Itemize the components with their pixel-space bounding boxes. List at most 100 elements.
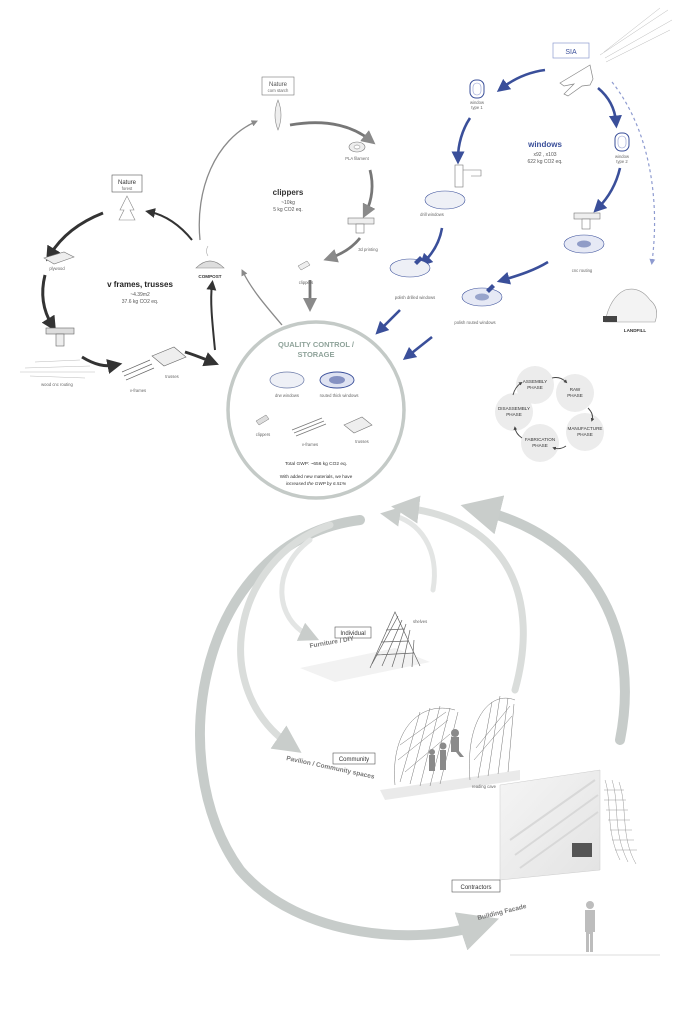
compost-label: COMPOST <box>198 274 221 279</box>
vframe-nature: Nature forest <box>111 174 143 221</box>
individual-loop-arrow <box>279 537 320 641</box>
storage-title-1: QUALITY CONTROL / <box>278 340 355 349</box>
clippers-loop <box>198 120 376 326</box>
individual-scene: shelves Individual Furniture / DIY <box>300 611 430 682</box>
community-scene: Community Pavilion / Community spaces re… <box>286 695 520 800</box>
community-label: Community <box>339 757 369 763</box>
furniture-label: Furniture / DIY <box>309 635 355 650</box>
storage-note-1: With added new materials, we have <box>280 474 353 479</box>
facade-panels <box>604 779 637 865</box>
vframe-stat-1: ~4.39m2 <box>130 292 150 298</box>
people-silhouettes <box>429 729 464 771</box>
storage-item-drw: drw windows <box>275 393 299 398</box>
storage-circle: QUALITY CONTROL / STORAGE drw windows ro… <box>226 320 406 500</box>
pla-label: PLA filament <box>345 156 369 161</box>
plywood-item: plywood <box>43 251 75 271</box>
light-rays <box>509 779 599 869</box>
pavilion-structure <box>394 695 516 787</box>
reuse-loops <box>195 495 630 951</box>
vframe-nature-sub: forest <box>122 186 133 191</box>
airplane-icon <box>559 64 594 97</box>
landfill: LANDFILL <box>603 288 657 333</box>
storage-item-clippers: clippers <box>256 432 270 437</box>
facade-window <box>572 843 592 857</box>
shelves-structure <box>369 611 421 669</box>
window-type-1-line1: window <box>470 100 485 105</box>
vframes-icon <box>291 417 327 437</box>
contractor-loop-arrow <box>195 515 499 951</box>
clippers-nature-title: Nature <box>269 82 288 88</box>
compost-pile: COMPOST <box>195 245 225 279</box>
sia-source: SIA <box>552 7 673 97</box>
clippers-nature: Nature corn starch <box>261 76 295 131</box>
polish-drilled-station: polish drilled windows <box>389 256 436 300</box>
phase-disassembly-1: DISASSEMBLY <box>498 406 530 411</box>
storage-total: Total GWP: ~656 kg CO2 eq. <box>285 461 347 467</box>
individual-label: Individual <box>340 631 365 637</box>
cnc-routing-label: cnc routing <box>572 268 593 273</box>
storage-item-vframes: v-frames <box>302 442 318 447</box>
clippers-stat-2: 5 kg CO2 eq. <box>273 207 302 213</box>
window-type-2-line1: window <box>615 154 630 159</box>
phase-manufacture-2: PHASE <box>577 432 593 437</box>
trusses-icon <box>343 416 373 434</box>
phase-fabrication-1: FABRICATION <box>525 437 555 442</box>
drill-label: drill windows <box>420 212 444 217</box>
storage-title-2: STORAGE <box>298 350 335 359</box>
vframe-stat-2: 37.6 kg CO2 eq. <box>122 299 158 305</box>
contractor-return-arrow <box>460 495 630 745</box>
windows-stat-2: 622 kg CO2 eq. <box>527 159 562 165</box>
window-type-2-line2: type 2 <box>616 159 628 164</box>
cnc-routing-station: cnc routing <box>563 212 605 273</box>
window-type-2: window type 2 <box>614 132 630 164</box>
facade-label: Building Facade <box>477 903 528 922</box>
phase-fabrication-2: PHASE <box>532 443 548 448</box>
polish-routed-label: polish routed windows <box>454 320 495 325</box>
individual-return-arrow <box>380 506 437 593</box>
community-loop-arrow <box>237 521 334 753</box>
vframe-title: v frames, trusses <box>107 280 173 289</box>
wood-cnc-machine: wood cnc routing <box>20 327 95 387</box>
polish-routed-station: polish routed windows <box>454 284 503 325</box>
shelves-label: shelves <box>413 619 427 624</box>
phase-manufacture-1: MANUFACTURE <box>568 426 603 431</box>
vframes-label: v-frames <box>130 388 146 393</box>
phase-raw-1: RAW <box>570 387 581 392</box>
contractors-label: Contractors <box>460 885 491 891</box>
vframe-loop <box>41 208 219 374</box>
drw-window-image <box>269 371 305 389</box>
reading-cave-label: reading cave <box>472 784 497 789</box>
community-return-arrow <box>391 495 527 694</box>
clippers-item-label: clippers <box>299 280 313 285</box>
printing-label: 3d printing <box>358 247 378 252</box>
clippers-nature-sub: corn starch <box>268 88 289 93</box>
phase-assembly-1: ASSEMBLY <box>523 379 547 384</box>
landfill-label: LANDFILL <box>624 328 647 333</box>
phase-disassembly-2: PHASE <box>506 412 522 417</box>
storage-item-routed: routed thick windows <box>320 393 359 398</box>
windows-stat-1: x92 , x103 <box>533 152 556 158</box>
clippers-icon <box>255 414 270 426</box>
clippers-title: clippers <box>273 188 304 197</box>
trusses-product: trusses <box>151 346 187 379</box>
vframe-nature-title: Nature <box>118 180 137 186</box>
clippers-item: clippers <box>297 260 313 285</box>
plywood-label: plywood <box>49 266 65 271</box>
phase-raw-2: PHASE <box>567 393 583 398</box>
phase-cycle: ASSEMBLY PHASE RAW PHASE MANUFACTURE PHA… <box>495 366 604 462</box>
polish-drilled-label: polish drilled windows <box>395 295 436 300</box>
person-silhouette <box>585 901 595 952</box>
storage-inflow-arrows <box>375 309 433 361</box>
window-type-1-line2: type 1 <box>471 105 483 110</box>
wood-cnc-label: wood cnc routing <box>41 382 73 387</box>
phase-assembly-2: PHASE <box>527 385 543 390</box>
trusses-label: trusses <box>165 374 179 379</box>
pla-filament: PLA filament <box>345 141 370 161</box>
clippers-stat-1: ~10kg <box>281 200 295 206</box>
storage-item-trusses: trusses <box>355 439 369 444</box>
sia-label: SIA <box>565 49 577 56</box>
tree-icon <box>118 195 136 221</box>
3d-printer: 3d printing <box>347 217 378 252</box>
drill-station: drill windows <box>420 164 482 217</box>
